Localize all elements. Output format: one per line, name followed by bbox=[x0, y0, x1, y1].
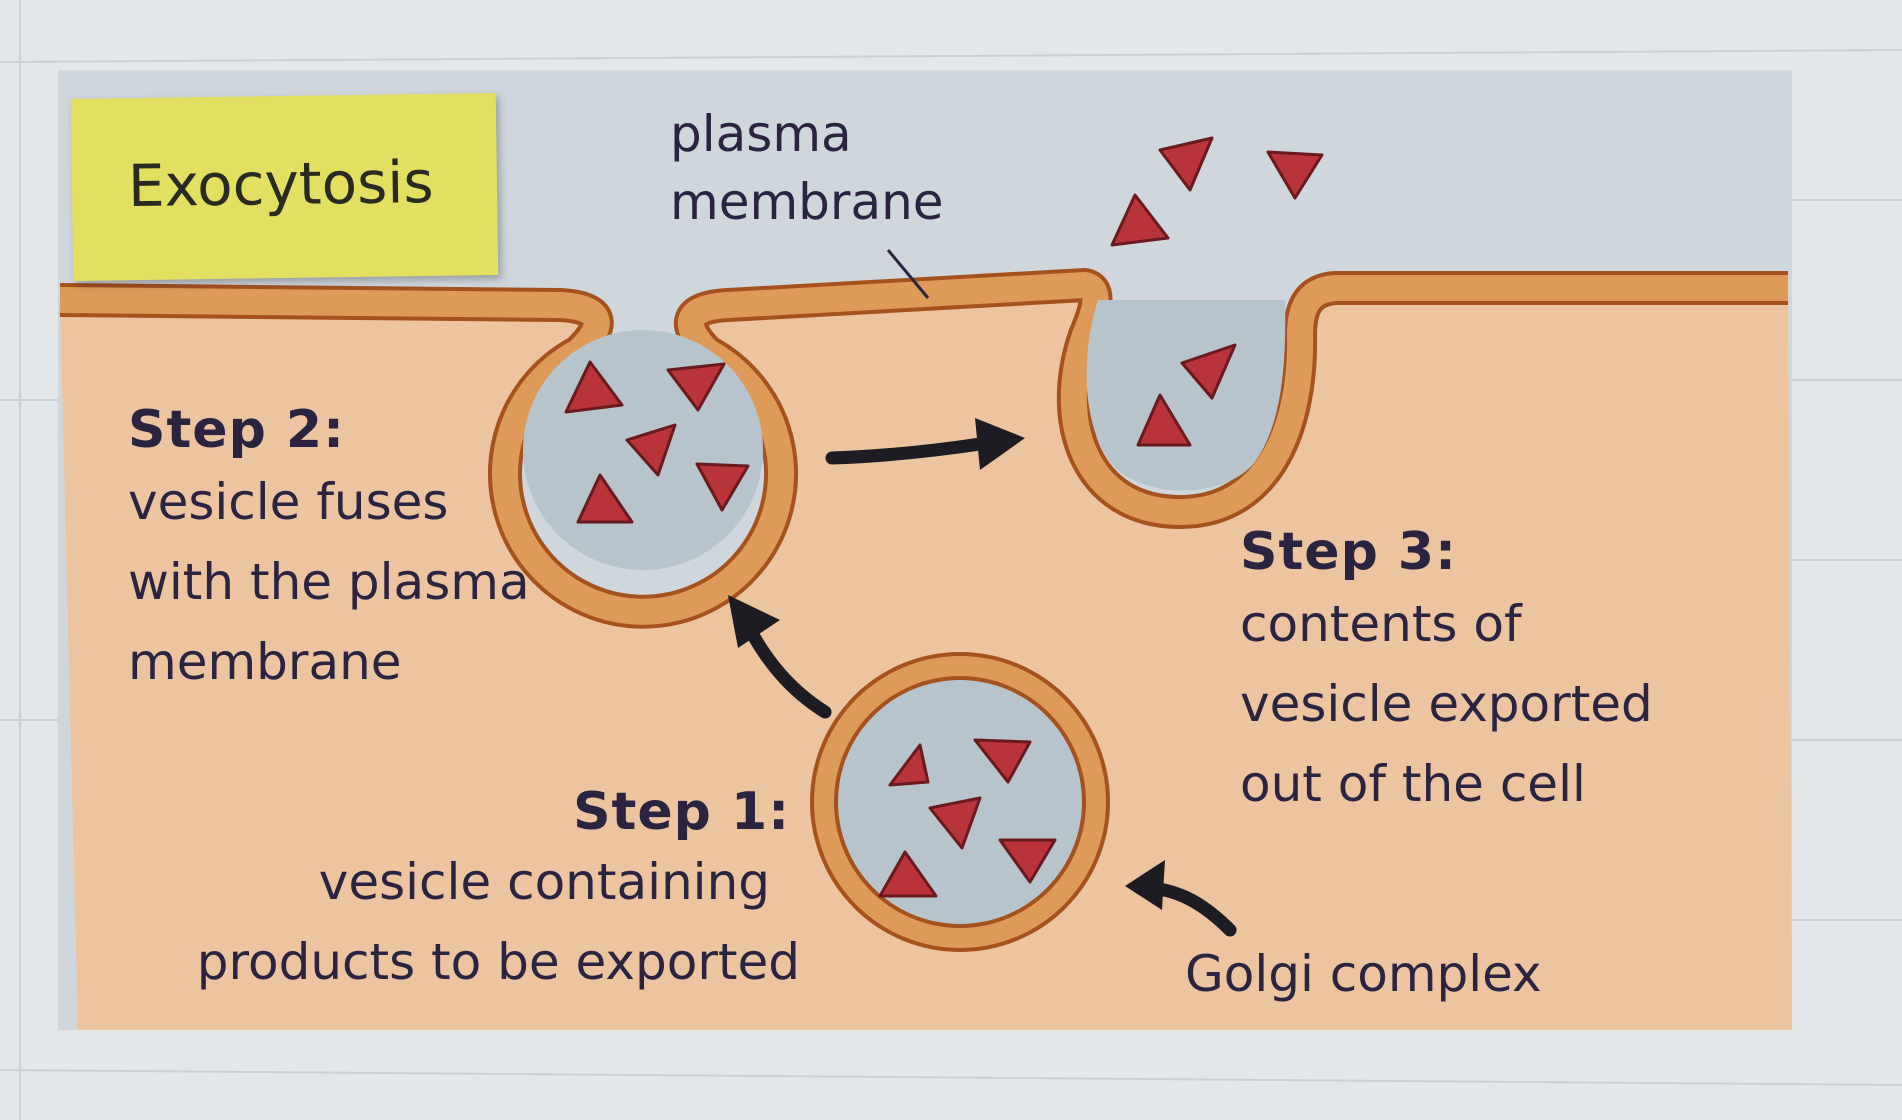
product-molecule bbox=[625, 423, 677, 477]
product-molecule bbox=[998, 838, 1057, 884]
title-sticky-note: Exocytosis bbox=[70, 93, 499, 281]
step-2-text: vesicle fuses with the plasma membrane bbox=[128, 462, 530, 702]
step-2-caption: Step 2: vesicle fuses with the plasma me… bbox=[128, 400, 530, 702]
product-molecule bbox=[1266, 150, 1324, 200]
product-molecule bbox=[576, 473, 634, 524]
step-3-text-line: vesicle exported bbox=[1240, 675, 1653, 733]
step-1-heading: Step 1: bbox=[573, 782, 790, 842]
product-molecule bbox=[1180, 343, 1237, 400]
open-pocket-interior bbox=[1086, 300, 1286, 491]
arrow-step1-to-step2 bbox=[728, 595, 832, 719]
step-3-heading: Step 3: bbox=[1240, 522, 1457, 582]
product-molecule bbox=[928, 796, 982, 850]
product-molecule bbox=[695, 462, 750, 512]
step-1-caption: Step 1: vesicle containing products to b… bbox=[60, 782, 800, 1002]
plasma-membrane-label-line: membrane bbox=[670, 173, 944, 231]
product-molecule bbox=[1136, 393, 1192, 447]
product-molecule bbox=[888, 743, 930, 787]
product-molecule bbox=[564, 360, 624, 414]
step-2-text-line: with the plasma bbox=[128, 553, 530, 611]
product-molecule bbox=[1110, 193, 1170, 247]
step-1-text-line: vesicle containing bbox=[318, 853, 770, 911]
step-1-text-line: products to be exported bbox=[196, 933, 800, 991]
step-2-heading: Step 2: bbox=[128, 400, 345, 460]
step-2-text-line: vesicle fuses bbox=[128, 473, 449, 531]
products-step3 bbox=[1110, 136, 1324, 447]
product-molecule bbox=[878, 850, 938, 898]
product-molecule bbox=[973, 738, 1032, 784]
step-3-text-line: out of the cell bbox=[1240, 755, 1586, 813]
plasma-membrane-label: plasma membrane bbox=[670, 100, 944, 236]
product-molecule bbox=[666, 362, 726, 412]
step-1-text: vesicle containing products to be export… bbox=[60, 842, 800, 1002]
arrow-step2-to-step3 bbox=[825, 418, 1025, 470]
step-3-text: contents of vesicle exported out of the … bbox=[1240, 584, 1653, 824]
products-step1 bbox=[878, 738, 1057, 898]
plasma-membrane bbox=[59, 272, 1788, 625]
diagram-title: Exocytosis bbox=[127, 147, 435, 221]
product-molecule bbox=[1158, 136, 1214, 192]
golgi-complex-label: Golgi complex bbox=[1185, 945, 1542, 1003]
step-2-text-line: membrane bbox=[128, 633, 402, 691]
plasma-membrane-label-line: plasma bbox=[670, 105, 852, 163]
step-3-caption: Step 3: contents of vesicle exported out… bbox=[1240, 522, 1653, 824]
step-3-text-line: contents of bbox=[1240, 595, 1522, 653]
plasma-membrane-leader bbox=[886, 249, 930, 299]
arrow-golgi-to-vesicle bbox=[1125, 860, 1237, 937]
products-step2 bbox=[564, 360, 750, 524]
